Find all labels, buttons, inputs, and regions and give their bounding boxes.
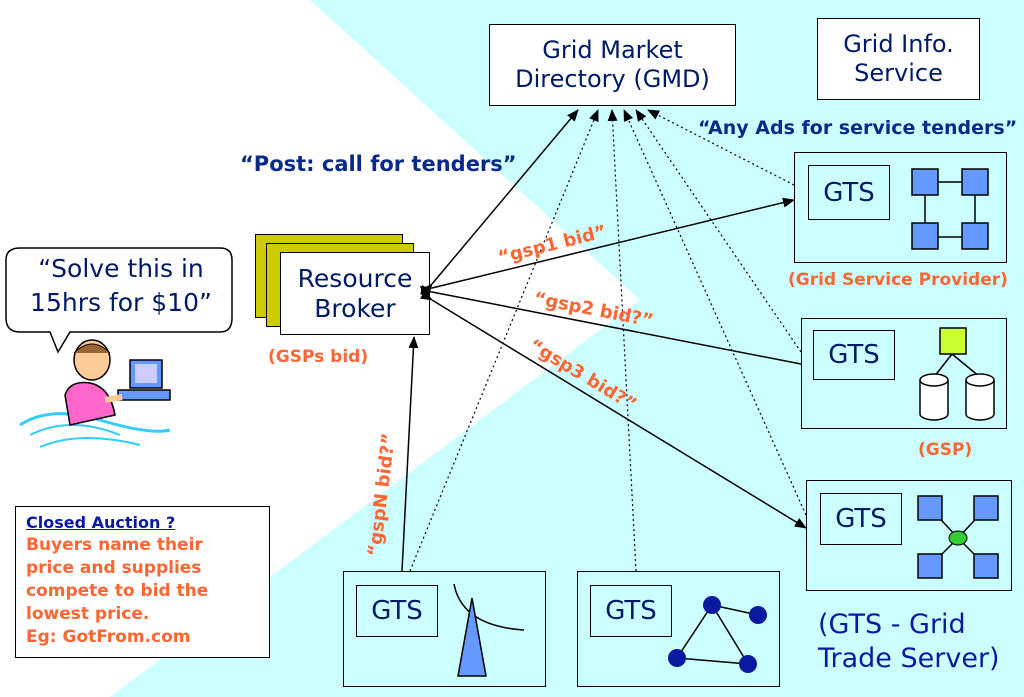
- triangle-network-icon: [668, 596, 767, 673]
- auction-title[interactable]: Closed Auction ?: [26, 513, 176, 532]
- gts-label-4: GTS: [590, 585, 672, 637]
- gsps-bid-label: (GSPs bid): [268, 347, 369, 367]
- database-icon: [919, 327, 995, 421]
- post-call-label: “Post: call for tenders”: [240, 152, 517, 176]
- auction-body: Buyers name their price and supplies com…: [26, 534, 259, 649]
- dotted-gts5-gmd: [409, 109, 599, 572]
- satellite-dish-icon: [453, 583, 525, 677]
- dotted-gts1-gmd: [647, 109, 795, 186]
- user-at-computer-icon: [19, 339, 171, 448]
- auction-line: Eg: GotFrom.com: [26, 627, 191, 647]
- arrow-broker-gts3: [420, 290, 807, 529]
- speech-line1: “Solve this in: [38, 254, 204, 283]
- gsp-label: (GSP): [918, 440, 973, 460]
- auction-line: price and supplies: [26, 558, 202, 578]
- dotted-gts3-gmd: [623, 109, 807, 516]
- gmd-line1: Grid Market: [542, 36, 683, 65]
- speech-bubble: [5, 247, 233, 354]
- gis-line2: Service: [854, 59, 943, 87]
- gts-definition: (GTS - Grid Trade Server): [818, 608, 1000, 676]
- gis-box: Grid Info. Service: [817, 18, 980, 100]
- auction-line: compete to bid the: [26, 581, 209, 601]
- arrow-gts5-broker: [401, 336, 419, 572]
- dotted-gts2-gmd: [635, 109, 802, 353]
- gts-label-2: GTS: [813, 330, 895, 380]
- gmd-box: Grid Market Directory (GMD): [489, 24, 736, 106]
- star-network-icon: [917, 495, 999, 579]
- dotted-gts4-gmd: [607, 109, 637, 572]
- grid-service-provider-label: (Grid Service Provider): [788, 270, 1008, 290]
- network-grid-icon: [911, 168, 989, 250]
- ads-label: “Any Ads for service tenders”: [698, 117, 1018, 139]
- speech-text: “Solve this in 15hrs for $10”: [16, 252, 226, 320]
- gis-line1: Grid Info.: [843, 30, 954, 59]
- gts-def-line2: Trade Server): [818, 643, 1000, 674]
- gts-label-1: GTS: [808, 165, 890, 220]
- auction-line: Buyers name their: [26, 535, 203, 555]
- broker-line2: Broker: [314, 293, 396, 323]
- gts-def-line1: (GTS - Grid: [818, 609, 966, 640]
- speech-line2: 15hrs for $10”: [30, 288, 212, 317]
- arrow-broker-gts1: [420, 197, 795, 296]
- auction-line: lowest price.: [26, 604, 150, 624]
- gts-label-5: GTS: [356, 585, 438, 637]
- resource-broker-box: Resource Broker: [280, 252, 430, 335]
- broker-line1: Resource: [297, 263, 413, 293]
- closed-auction-box: Closed Auction ? Buyers name their price…: [15, 506, 270, 658]
- gmd-line2: Directory (GMD): [515, 65, 710, 93]
- gts-label-3: GTS: [820, 493, 902, 545]
